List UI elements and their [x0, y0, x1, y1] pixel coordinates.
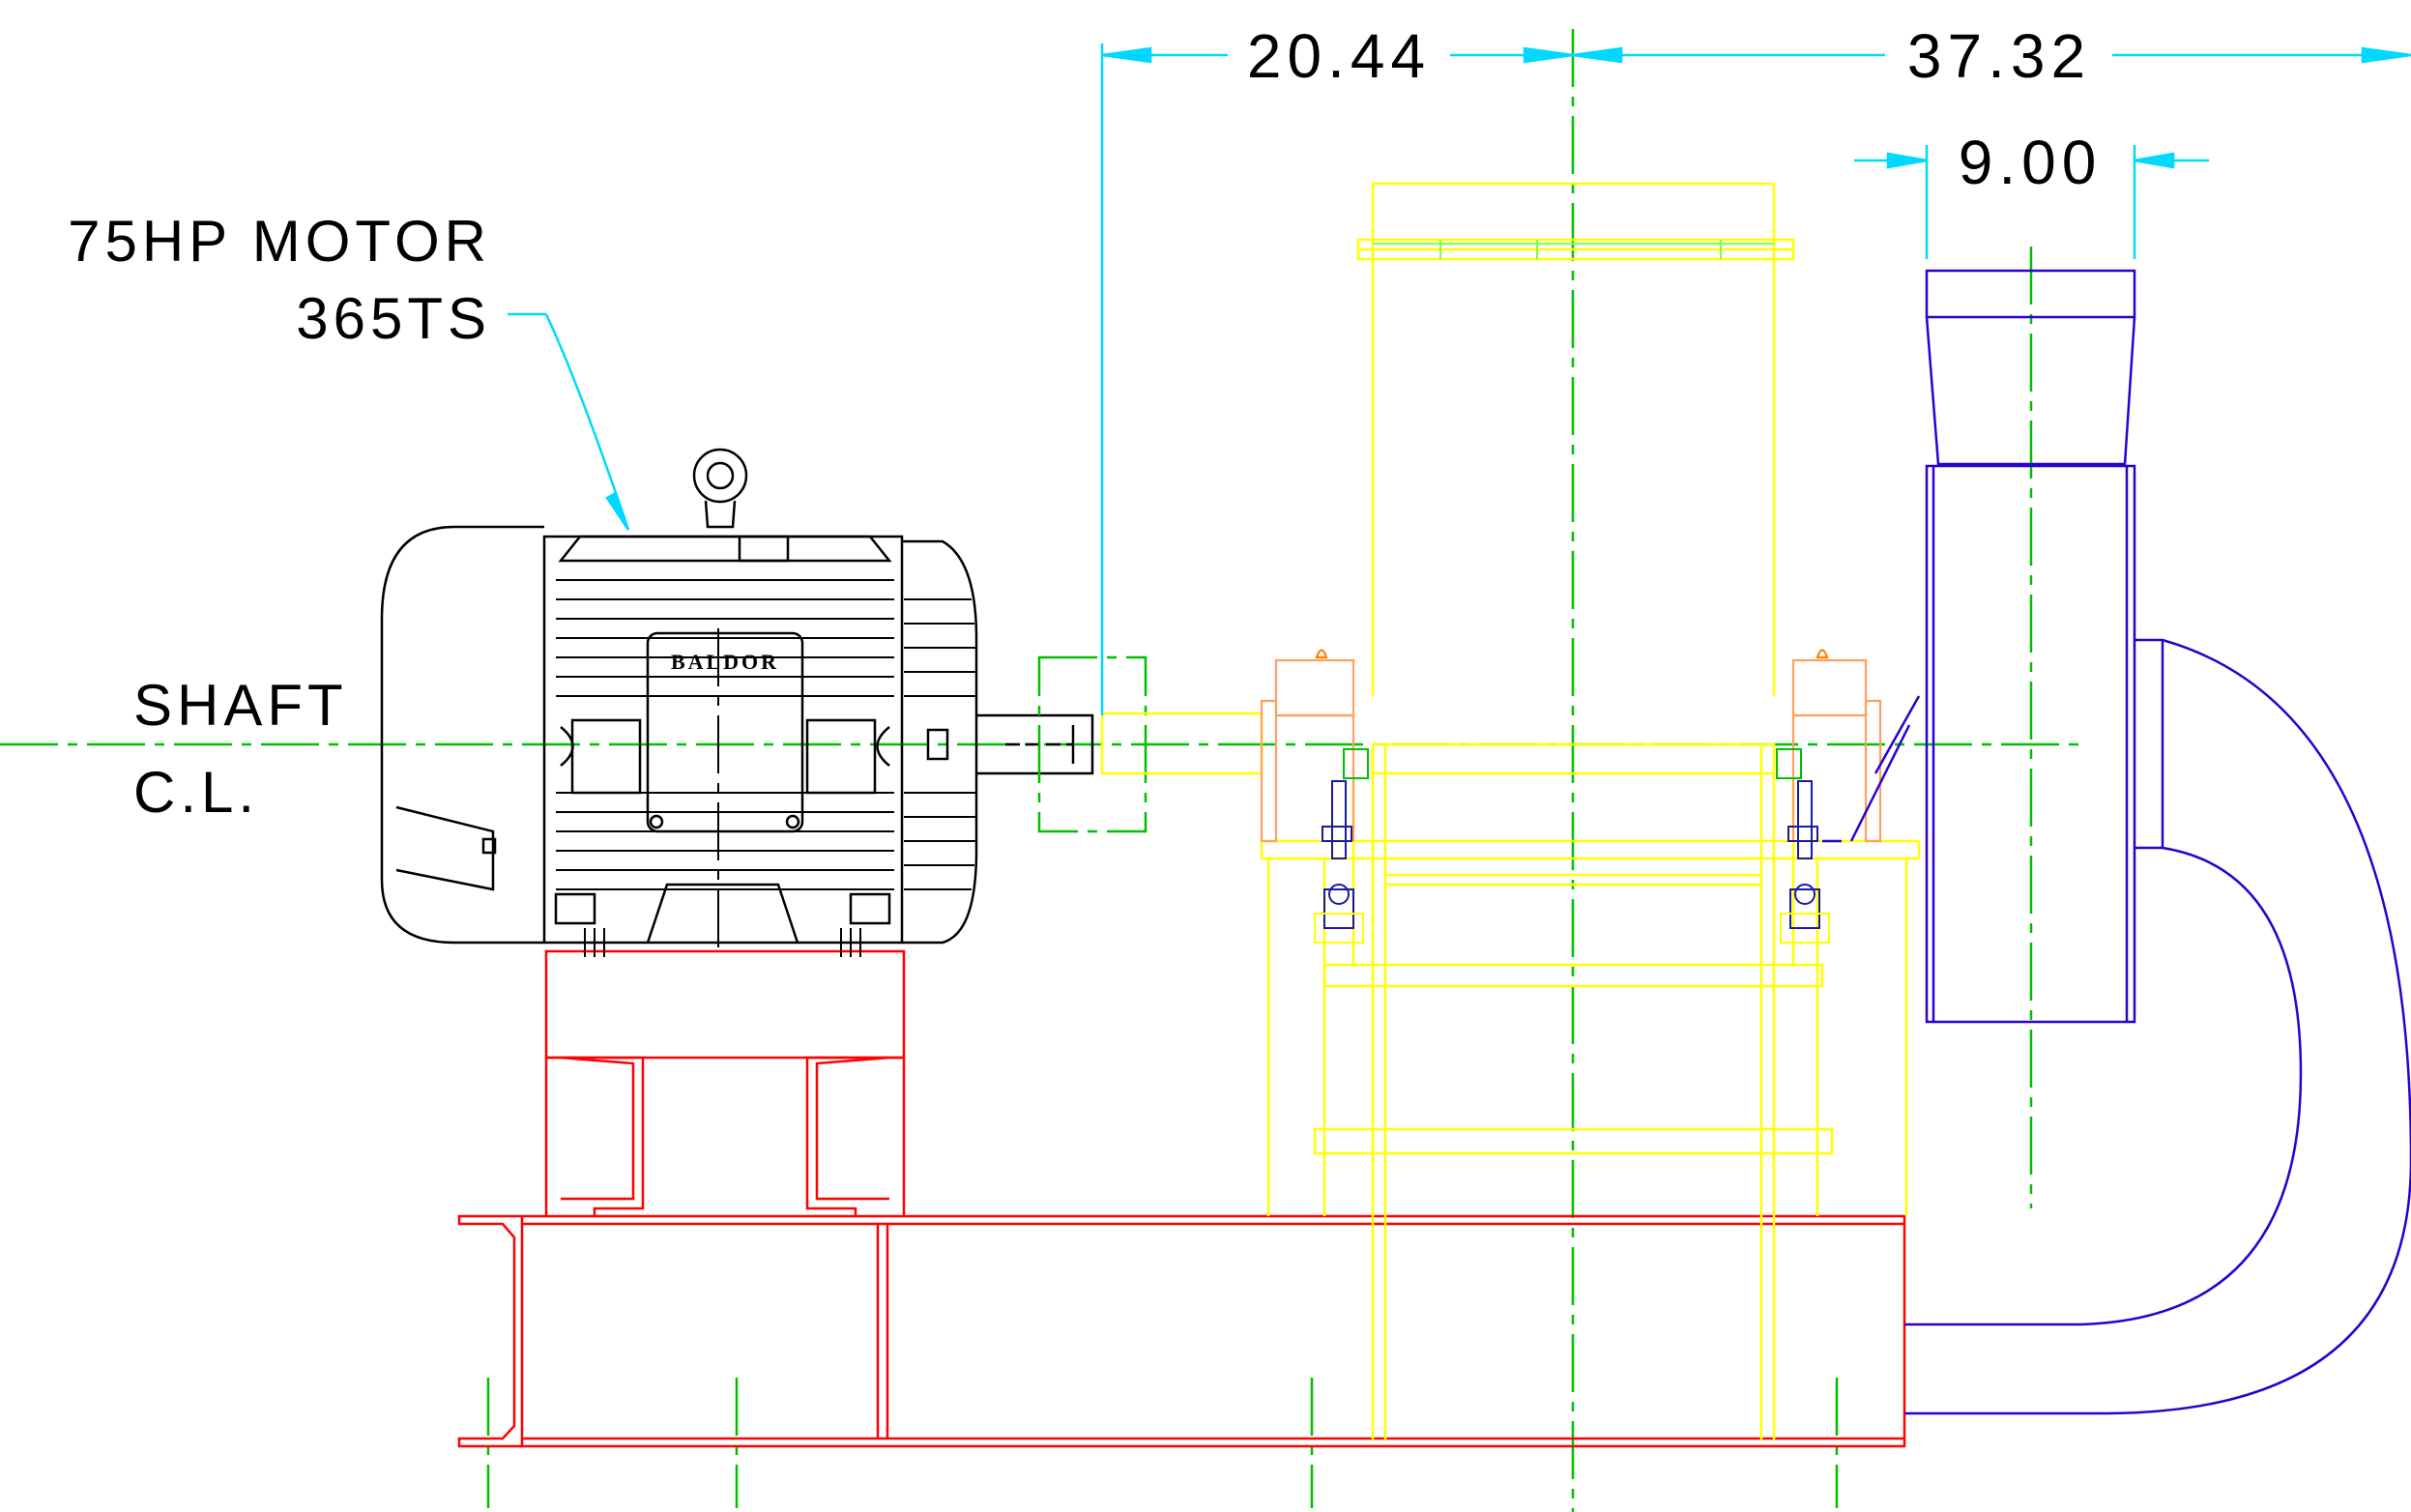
coupling-guard	[1037, 655, 1147, 833]
motor-frame-label: 365TS	[296, 286, 491, 351]
fan-outlet-stack	[1371, 182, 1776, 696]
inlet-cone-top	[1925, 269, 2136, 319]
dimension-lines	[508, 44, 2411, 715]
fasteners-left	[1314, 748, 1369, 944]
motor-nameplate	[646, 631, 804, 833]
motor-pedestal-right	[805, 1056, 906, 1216]
motor-brand: BALDOR	[671, 650, 779, 674]
inlet-cone	[1925, 316, 2136, 466]
fan-wheel-housing	[1925, 464, 2136, 1024]
motor-pedestal-block	[544, 949, 906, 1060]
motor-conduit-box	[395, 805, 495, 891]
base-channel-outer	[520, 1214, 1906, 1448]
base-frame	[457, 949, 1906, 1448]
motor-shaft	[976, 713, 1094, 775]
dimension-20-44: 20.44	[1247, 21, 1431, 91]
fan-frame	[1100, 182, 1921, 1440]
dimension-37-32: 37.32	[1907, 21, 2091, 91]
motor	[380, 448, 1094, 957]
fasteners-right	[1776, 748, 1830, 944]
motor-frame	[542, 535, 904, 945]
shaft-label: SHAFT	[133, 673, 348, 738]
motor-title-label: 75HP MOTOR	[68, 209, 491, 274]
lifting-eye-icon	[692, 448, 748, 504]
fan-top-bar	[1373, 240, 1774, 259]
scroll-outlet-flange	[2135, 638, 2164, 850]
motor-end-bell	[902, 539, 978, 945]
base-flange-left	[457, 1214, 522, 1448]
motor-fan-cover	[380, 525, 544, 945]
dimension-9-00: 9.00	[1959, 128, 2103, 197]
scroll-inner	[1904, 846, 2303, 1326]
motor-cooling-fins	[556, 579, 894, 890]
shaft-cl-label: C.L.	[133, 760, 259, 825]
scroll-outer	[1904, 638, 2411, 1415]
bearing-left	[1260, 649, 1355, 843]
motor-pedestal-left	[544, 1056, 645, 1216]
